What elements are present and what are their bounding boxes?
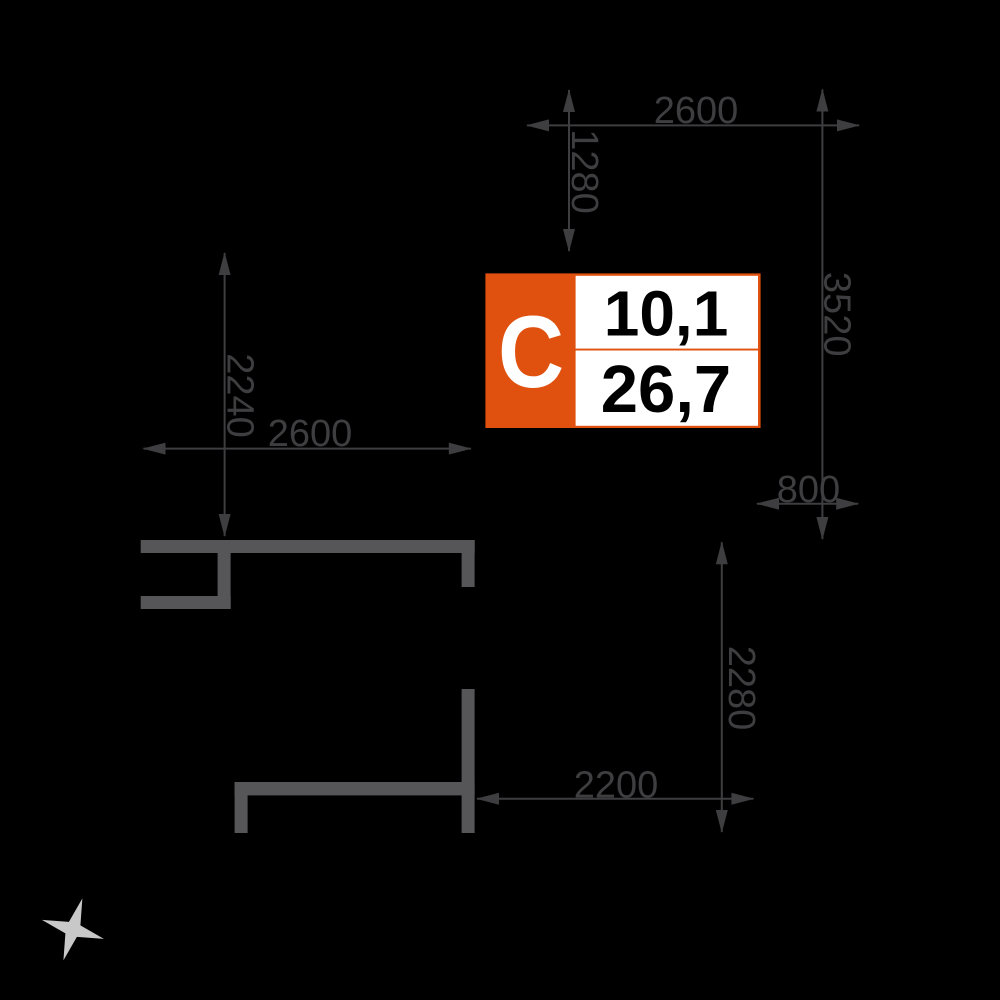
svg-text:10,1: 10,1 bbox=[604, 278, 729, 350]
svg-text:3520: 3520 bbox=[815, 272, 857, 357]
svg-text:2600: 2600 bbox=[654, 90, 739, 132]
svg-text:1280: 1280 bbox=[563, 129, 605, 214]
svg-text:2240: 2240 bbox=[219, 353, 261, 438]
svg-text:2280: 2280 bbox=[720, 646, 762, 731]
svg-text:26,7: 26,7 bbox=[601, 352, 731, 427]
svg-text:C: C bbox=[498, 294, 564, 409]
svg-text:2200: 2200 bbox=[574, 764, 659, 806]
svg-text:800: 800 bbox=[777, 469, 840, 511]
svg-text:2600: 2600 bbox=[268, 413, 353, 455]
